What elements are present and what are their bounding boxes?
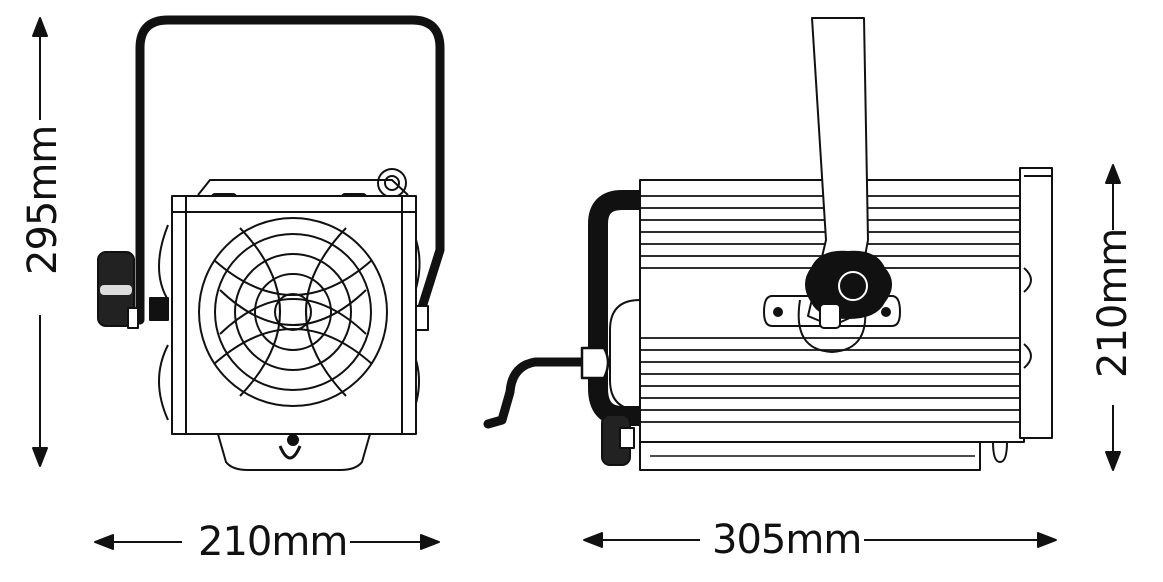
side-yoke-arm [807, 17, 869, 327]
front-height-label: 295mm [20, 125, 66, 275]
side-lock-knob [805, 250, 892, 319]
side-length-label: 305mm [712, 517, 862, 563]
side-height-label: 210mm [1090, 228, 1136, 378]
front-lens-grill [198, 217, 388, 407]
front-bottom-handle [278, 445, 302, 460]
side-front-bezel [1019, 167, 1053, 439]
dim-front-width-arrow [94, 534, 440, 550]
dim-side-length-arrow [583, 532, 1057, 548]
front-view [97, 15, 445, 471]
side-rear-handle [588, 190, 640, 426]
side-view [483, 17, 1053, 471]
front-width-label: 210mm [198, 519, 348, 565]
side-power-cable [483, 357, 595, 429]
front-yoke-bolt-right [415, 305, 429, 331]
front-yoke-knob-left [97, 251, 169, 329]
dim-front-height-arrow [32, 17, 48, 467]
front-yoke [135, 15, 445, 325]
dim-side-height-arrow [1105, 164, 1121, 471]
